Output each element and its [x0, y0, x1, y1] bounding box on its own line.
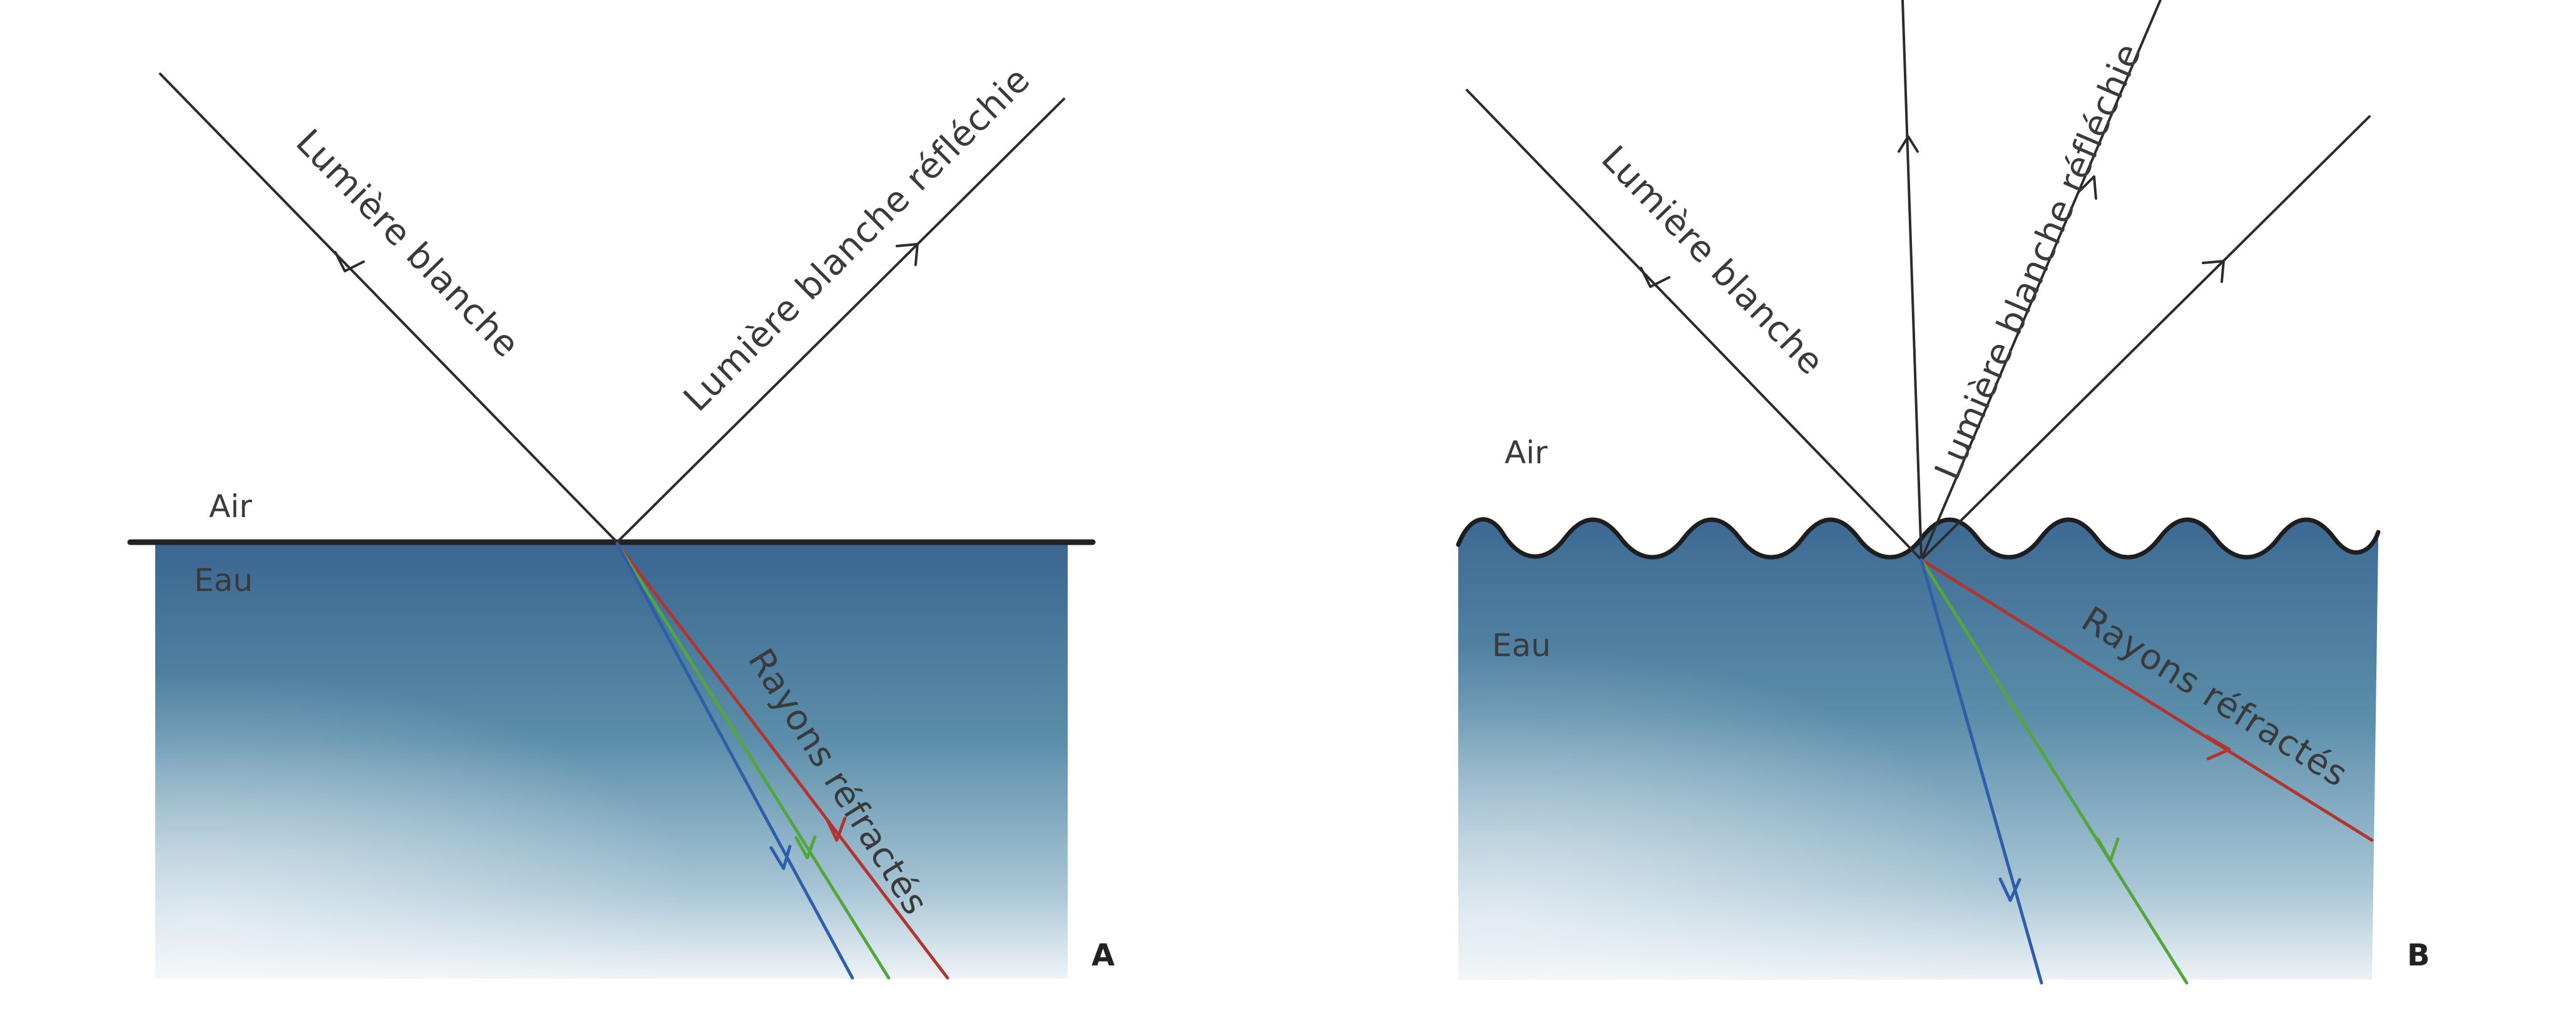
refracted-arrow-blue-b [1998, 877, 2021, 902]
incident-label-b: Lumière blanche [1593, 138, 1832, 383]
panel-a: Air Eau Lumière blanche Lumière blanche … [127, 59, 1115, 980]
air-label-a: Air [209, 488, 252, 525]
reflected-ray-3-b [1920, 115, 2371, 561]
water-glow-b [1458, 519, 2378, 980]
refracted-ray-blue-a [615, 542, 854, 980]
reflected-ray-a [616, 98, 1065, 543]
reflected-arrow-1-b [1898, 135, 1919, 153]
panel-b: Air Eau Lumière blanche Lumière blanche … [1456, 0, 2430, 985]
refracted-ray-blue-b [1919, 558, 2043, 985]
refracted-arrow-green-b [2096, 837, 2120, 863]
refracted-arrow-green-a [794, 835, 817, 860]
corner-label-a: A [1091, 938, 1115, 973]
water-glow-a [155, 543, 1068, 979]
refracted-arrow-blue-a [769, 845, 792, 870]
reflected-arrow-a [896, 243, 919, 266]
reflected-arrow-2-b [2078, 175, 2097, 200]
incident-ray-a [159, 73, 618, 543]
reflected-label-b: Lumière blanche réfléchie [1927, 38, 2150, 486]
reflected-ray-1-b [1901, 0, 1923, 561]
reflected-arrow-3-b [2202, 260, 2225, 283]
incident-ray-b [1466, 89, 1923, 561]
water-label-a: Eau [194, 562, 253, 599]
reflected-label-a: Lumière blanche réfléchie [676, 59, 1038, 419]
incident-arrow-b [1640, 267, 1670, 288]
refracted-ray-green-b [1919, 558, 2189, 985]
refracted-ray-green-a [615, 542, 891, 980]
incident-arrow-a [334, 251, 365, 272]
air-label-b: Air [1505, 435, 1548, 471]
refracted-arrow-red-b [2205, 734, 2231, 761]
refracted-ray-red-a [615, 542, 949, 980]
corner-label-b: B [2407, 938, 2430, 973]
water-label-b: Eau [1492, 627, 1551, 664]
refracted-ray-red-b [1919, 558, 2374, 842]
reflected-ray-2-b [1920, 0, 2162, 561]
refracted-arrow-red-a [825, 816, 847, 842]
